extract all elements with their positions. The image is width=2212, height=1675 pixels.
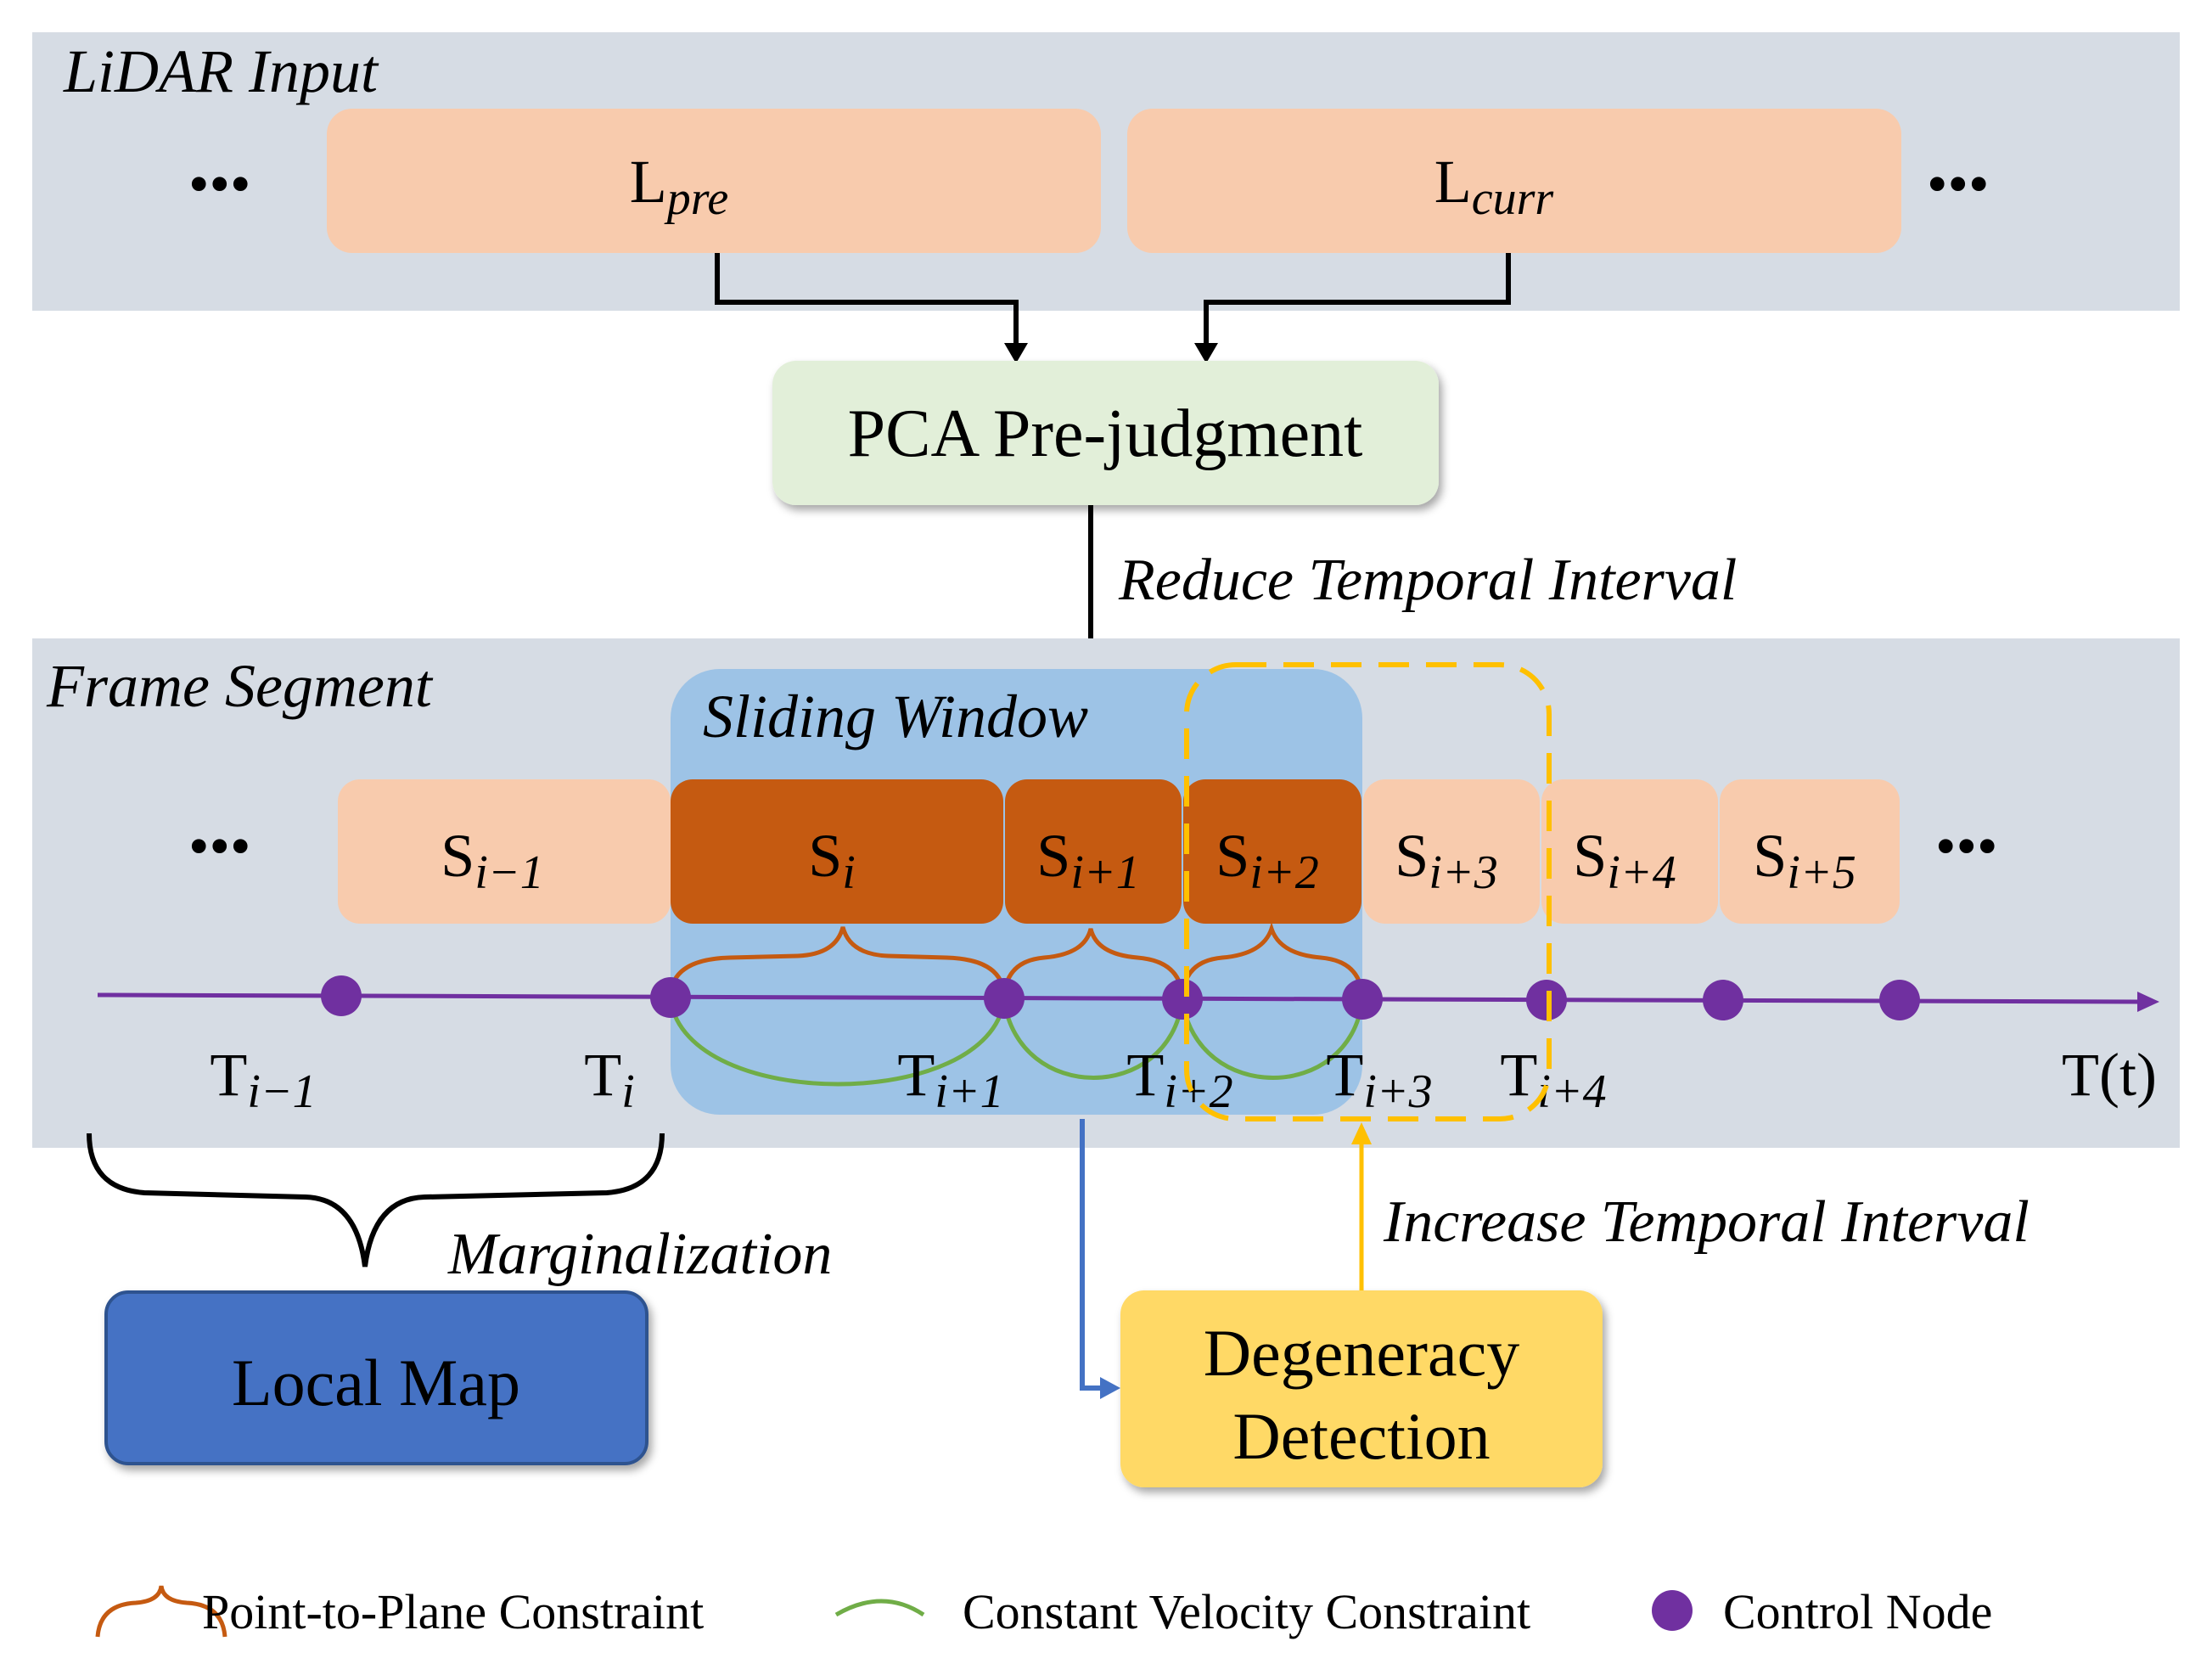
timeline-axis (97, 992, 2140, 1004)
timestamp-label: Ti+1 (897, 1041, 1003, 1118)
expanded-window-outline (1184, 662, 1552, 1121)
legend-constant-velocity-label: Constant Velocity Constraint (963, 1584, 1530, 1639)
reduce-interval-label: Reduce Temporal Interval (1118, 548, 1737, 613)
legend-control-node-label: Control Node (1723, 1584, 1992, 1639)
segment-box (1363, 779, 1540, 924)
degeneracy-line1: Degeneracy (1204, 1316, 1519, 1390)
segment-label: Si+1 (1036, 822, 1139, 899)
constant-velocity-constraint (1002, 999, 1185, 1080)
marginalization-brace (87, 1133, 665, 1267)
pca-prejudgment-box (772, 361, 1439, 505)
l-pre-box (327, 109, 1101, 253)
frame-segment-title: Frame Segment (46, 652, 434, 720)
constant-velocity-constraint (668, 999, 1007, 1087)
l-curr-box (1127, 109, 1901, 253)
axis-label: T(t) (2062, 1041, 2157, 1109)
timestamp-label: Ti+4 (1500, 1041, 1606, 1118)
l-curr-arrowhead (1194, 343, 1218, 363)
point-to-plane-constraint (668, 926, 1007, 998)
control-node (1703, 980, 1743, 1020)
constant-velocity-constraint (1180, 999, 1365, 1080)
degeneracy-input-arrow (1080, 1119, 1103, 1391)
legend-control-node-icon (1652, 1590, 1693, 1631)
control-node (1162, 979, 1203, 1020)
control-node (321, 975, 362, 1016)
legend-point-to-plane-icon (95, 1585, 227, 1638)
timeline-arrowhead (2137, 992, 2159, 1012)
point-to-plane-constraint (1180, 922, 1365, 998)
frame-left-ellipsis: ••• (188, 814, 251, 880)
segment-box (1005, 779, 1182, 924)
lidar-left-ellipsis: ••• (188, 152, 251, 217)
marginalization-label: Marginalization (447, 1222, 832, 1287)
lidar-input-title: LiDAR Input (63, 37, 379, 105)
segment-box (1183, 779, 1361, 924)
timestamp-label: Ti (584, 1041, 635, 1118)
control-node (1342, 979, 1383, 1020)
segment-label: Si+2 (1215, 822, 1318, 899)
segment-label: Si+5 (1753, 822, 1855, 899)
lidar-right-ellipsis: ••• (1927, 152, 1990, 217)
degeneracy-line2: Detection (1232, 1399, 1490, 1473)
local-map-label: Local Map (232, 1346, 520, 1419)
timestamp-label: Ti−1 (210, 1041, 316, 1118)
segment-box (338, 779, 671, 924)
sliding-window-label: Sliding Window (703, 683, 1088, 750)
local-map-box (104, 1290, 648, 1465)
segment-label: Si (808, 822, 856, 899)
control-node (650, 977, 691, 1018)
increase-interval-label: Increase Temporal Interval (1383, 1189, 2030, 1255)
segment-label: Si−1 (441, 822, 543, 899)
segment-box (671, 779, 1003, 924)
segment-box (1720, 779, 1900, 924)
control-node (1879, 980, 1920, 1020)
legend-constant-velocity-icon (834, 1599, 925, 1617)
l-pre-connector (715, 253, 1019, 346)
segment-label: Si+3 (1395, 822, 1497, 899)
degeneracy-input-arrowhead (1100, 1377, 1120, 1399)
frame-right-ellipsis: ••• (1935, 814, 1998, 880)
point-to-plane-constraint (1002, 928, 1185, 998)
segment-label: Si+4 (1573, 822, 1676, 899)
degeneracy-detection-box (1120, 1290, 1603, 1487)
timestamp-label: Ti+3 (1326, 1041, 1432, 1118)
pca-prejudgment-label: PCA Pre-judgment (848, 396, 1363, 471)
control-node (984, 978, 1025, 1019)
segment-box (1541, 779, 1718, 924)
l-pre-arrowhead (1004, 343, 1028, 363)
l-pre-label: Lpre (630, 148, 729, 225)
legend-point-to-plane-label: Point-to-Plane Constraint (202, 1584, 704, 1639)
timestamp-label: Ti+2 (1126, 1041, 1232, 1118)
l-curr-connector (1204, 253, 1511, 346)
l-curr-label: Lcurr (1434, 148, 1554, 225)
increase-interval-arrowhead (1351, 1122, 1372, 1144)
